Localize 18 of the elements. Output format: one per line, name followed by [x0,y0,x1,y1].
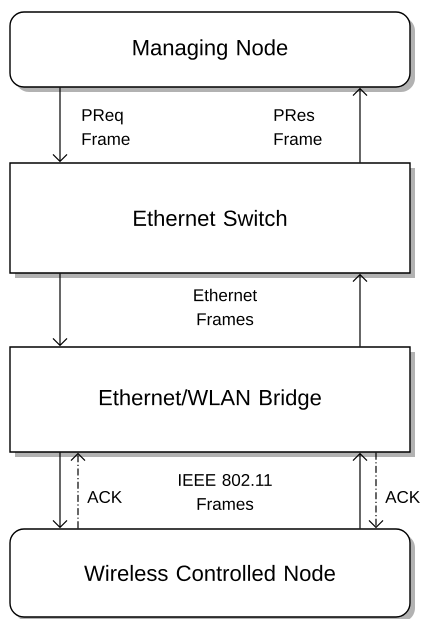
arrow [70,452,86,528]
arrow [352,88,368,162]
edge-label: ACK [385,490,420,504]
process-box: Ethernet Switch [9,162,415,278]
edge-label: ACK [87,490,122,504]
arrow [52,452,68,528]
flow-label: Ethernet Frames [194,288,257,326]
arrow [52,88,68,162]
flow-label: IEEE 802.11 Frames [179,474,272,510]
arrow [368,452,384,528]
edge-label: PRes Frame [274,109,322,146]
rounded-box: Managing Node [9,11,415,92]
arrow [352,274,368,346]
arrow [52,274,68,346]
process-box: Ethernet/WLAN Bridge [9,346,415,457]
edge-label: PReq Frame [82,109,130,146]
rounded-box: Wireless Controlled Node [9,528,415,619]
arrow [352,452,368,528]
